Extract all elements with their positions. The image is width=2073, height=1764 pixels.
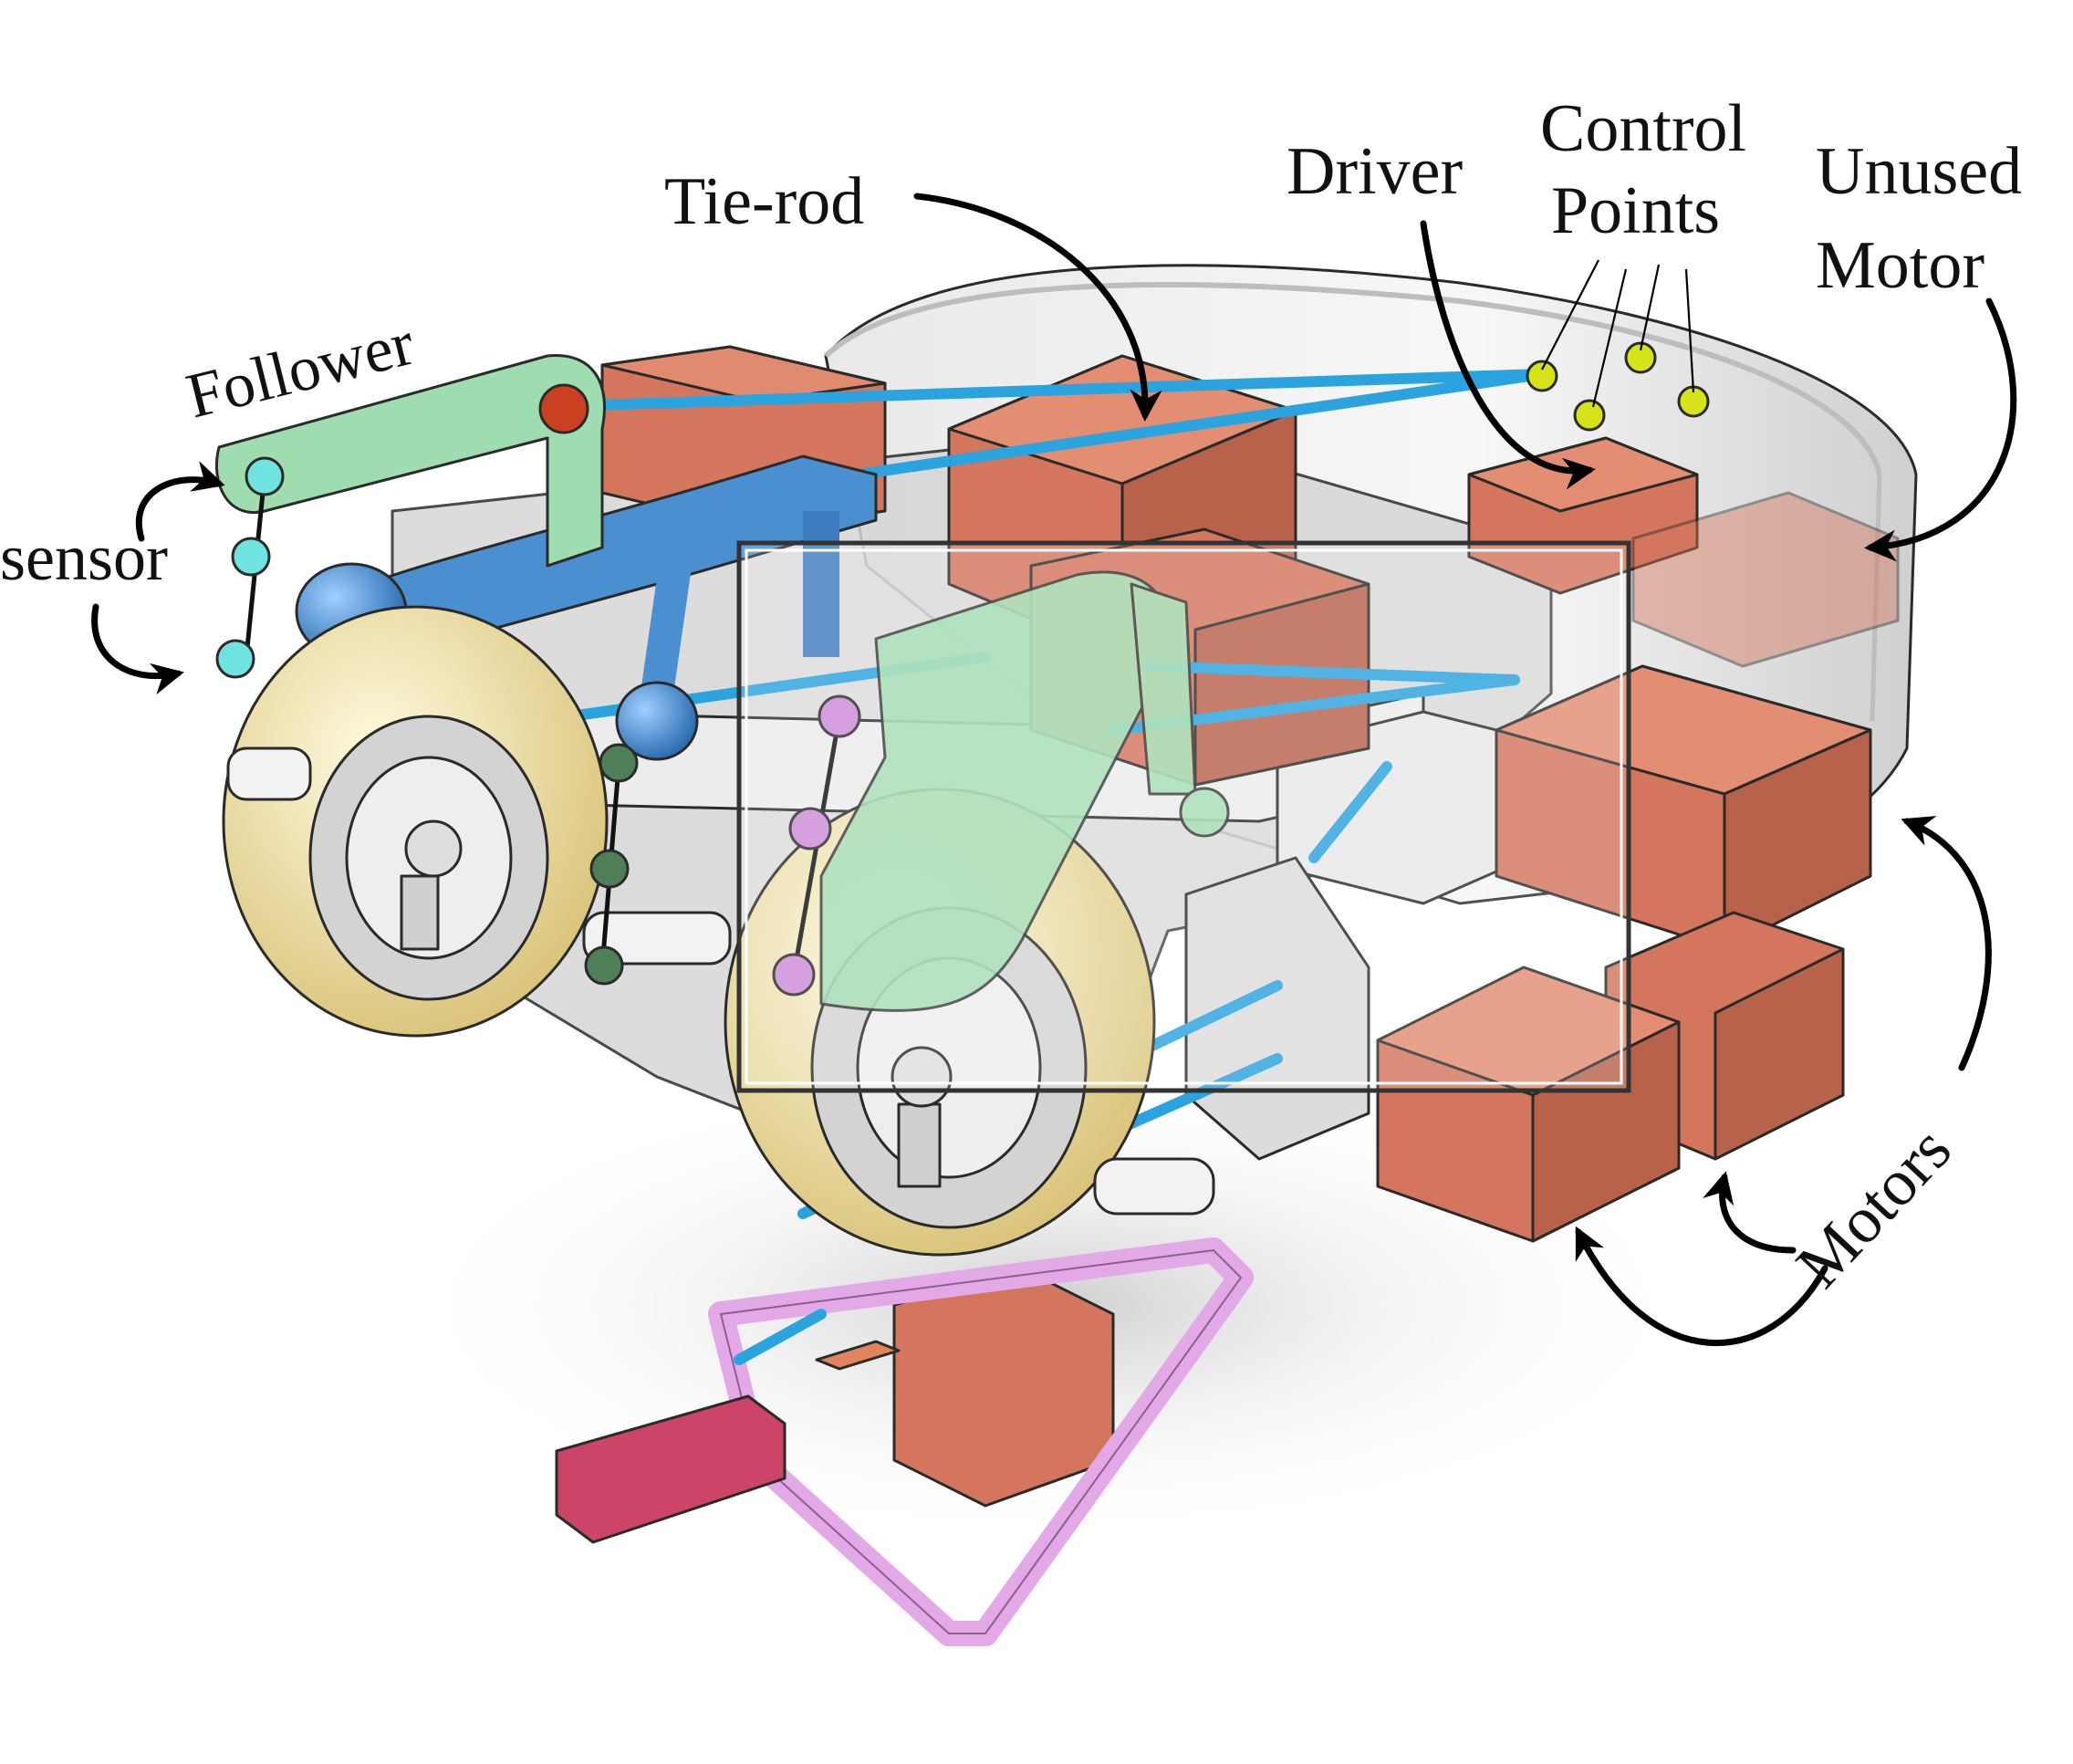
label-control-points-line1: Control (1540, 91, 1746, 166)
motor-unused (1631, 491, 1900, 668)
lower-mount (555, 1237, 1254, 1646)
motor-front-top (1495, 664, 1872, 951)
label-motors: Motors (1782, 1112, 1964, 1301)
label-sensor: sensor (0, 521, 168, 594)
label-control-points-line2: Points (1551, 173, 1720, 248)
control-point-leaders (1541, 259, 1695, 408)
joint-red (538, 383, 589, 434)
annotation-arrows (91, 193, 2017, 1347)
sensor-points-dark-green (584, 743, 639, 986)
label-unused-motor-line2: Motor (1816, 228, 1984, 303)
label-tie-rod: Tie-rod (664, 164, 864, 239)
label-driver: Driver (1287, 134, 1463, 209)
sensor-points-purple (772, 694, 861, 997)
sensor-points-cyan (215, 456, 285, 679)
wheel-rear (222, 605, 609, 1038)
follower-front (819, 570, 1230, 1012)
axles (226, 746, 1215, 1216)
highlight-frame (736, 540, 1631, 1093)
label-unused-motor-line1: Unused (1816, 134, 2022, 209)
